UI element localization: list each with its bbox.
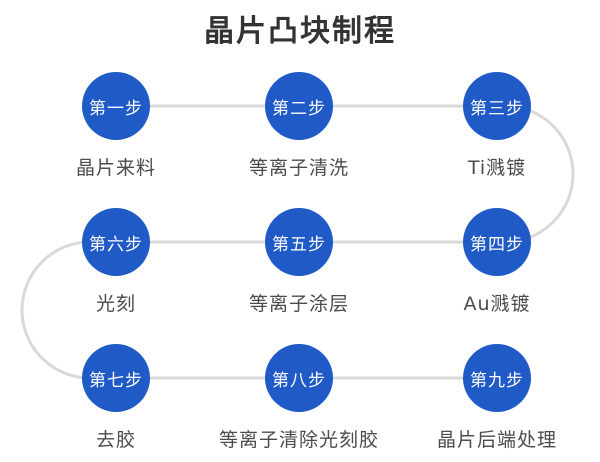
step-circle-1: 第一步: [82, 72, 150, 140]
step-circle-9: 第九步: [463, 344, 531, 412]
step-label-6: 光刻: [95, 293, 136, 315]
step-node-9: 第九步 晶片后端处理: [397, 344, 597, 452]
step-circle-5: 第五步: [265, 208, 333, 276]
step-label-2: 等离子清洗: [248, 157, 349, 179]
step-label-7: 去胶: [95, 429, 136, 451]
step-node-3: 第三步 Ti溅镀: [397, 72, 597, 180]
step-label-1: 晶片来料: [75, 157, 156, 179]
step-circle-7: 第七步: [82, 344, 150, 412]
step-node-1: 第一步 晶片来料: [16, 72, 216, 180]
step-node-4: 第四步 Au溅镀: [397, 208, 597, 316]
step-label-3: Ti溅镀: [467, 157, 527, 179]
step-label-4: Au溅镀: [463, 293, 531, 315]
step-circle-6: 第六步: [82, 208, 150, 276]
step-circle-4: 第四步: [463, 208, 531, 276]
step-label-8: 等离子清除光刻胶: [218, 429, 379, 451]
step-circle-8: 第八步: [265, 344, 333, 412]
step-node-5: 第五步 等离子涂层: [199, 208, 399, 316]
step-label-9: 晶片后端处理: [436, 429, 557, 451]
step-node-7: 第七步 去胶: [16, 344, 216, 452]
connector-right-curve: [504, 104, 575, 244]
step-circle-3: 第三步: [463, 72, 531, 140]
step-label-5: 等离子涂层: [248, 293, 349, 315]
step-node-8: 第八步 等离子清除光刻胶: [199, 344, 399, 452]
connector-left-curve: [20, 240, 91, 380]
step-node-2: 第二步 等离子清洗: [199, 72, 399, 180]
page-title: 晶片凸块制程: [204, 14, 396, 49]
step-node-6: 第六步 光刻: [16, 208, 216, 316]
step-circle-2: 第二步: [265, 72, 333, 140]
